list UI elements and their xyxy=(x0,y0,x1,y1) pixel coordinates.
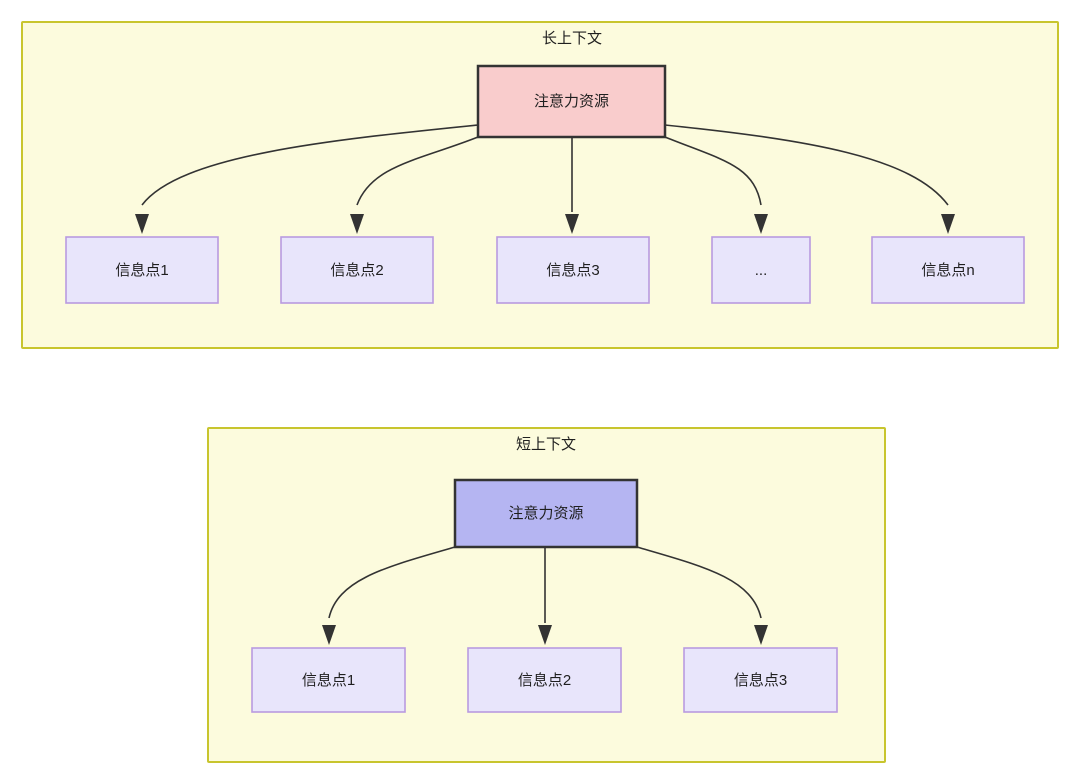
edge-root-to-info-1 xyxy=(141,124,479,206)
node-box-info-2-long[interactable] xyxy=(280,236,434,304)
edge-root-to-info-1-short xyxy=(328,546,456,619)
node-label-info-1-long: 信息点1 xyxy=(115,262,168,279)
node-label-info-1-short: 信息点1 xyxy=(302,672,355,689)
node-label-info-3-short: 信息点3 xyxy=(734,672,787,689)
edges-long-context xyxy=(135,124,955,234)
arrowhead-info-2 xyxy=(350,214,364,234)
panel-long-context: 长上下文 注意 xyxy=(21,21,1059,349)
node-box-attention-resource-short[interactable] xyxy=(453,478,639,549)
arrowhead-info-3 xyxy=(565,214,579,234)
arrowhead-info-ellipsis xyxy=(754,214,768,234)
arrowhead-info-1-short xyxy=(322,625,336,645)
node-box-info-3-short[interactable] xyxy=(683,647,838,713)
node-box-info-3-long[interactable] xyxy=(496,236,650,304)
node-label-info-2-short: 信息点2 xyxy=(518,672,571,689)
panel-title-short-context: 短上下文 xyxy=(516,436,576,453)
node-attention-resource-long[interactable]: 注意力资源 xyxy=(476,64,667,139)
arrowhead-info-n xyxy=(941,214,955,234)
node-info-2-short[interactable]: 信息点2 xyxy=(467,647,622,713)
node-box-info-n-long[interactable] xyxy=(871,236,1025,304)
node-label-attention-resource-short: 注意力资源 xyxy=(508,504,583,522)
edge-root-to-info-3-short xyxy=(636,546,762,619)
node-attention-resource-short[interactable]: 注意力资源 xyxy=(453,478,639,549)
node-label-info-n-long: 信息点n xyxy=(921,262,974,279)
node-label-attention-resource-long: 注意力资源 xyxy=(534,92,609,110)
node-label-info-3-long: 信息点3 xyxy=(546,262,599,279)
arrowhead-info-3-short xyxy=(754,625,768,645)
node-box-info-2-short[interactable] xyxy=(467,647,622,713)
node-info-n-long[interactable]: 信息点n xyxy=(871,236,1025,304)
node-box-info-1-short[interactable] xyxy=(251,647,406,713)
node-info-1-short[interactable]: 信息点1 xyxy=(251,647,406,713)
edge-root-to-info-ellipsis xyxy=(664,136,762,206)
edge-root-to-info-n xyxy=(664,124,949,206)
panel-title-long-context: 长上下文 xyxy=(542,30,602,47)
arrowhead-info-2-short xyxy=(538,625,552,645)
node-info-3-short[interactable]: 信息点3 xyxy=(683,647,838,713)
edges-short-context xyxy=(322,546,768,645)
node-box-info-ellipsis-long[interactable] xyxy=(711,236,811,304)
node-label-info-2-long: 信息点2 xyxy=(330,262,383,279)
node-box-attention-resource-long[interactable] xyxy=(476,64,667,139)
node-info-1-long[interactable]: 信息点1 xyxy=(65,236,219,304)
node-info-2-long[interactable]: 信息点2 xyxy=(280,236,434,304)
edge-root-to-info-2 xyxy=(356,136,479,206)
arrowhead-info-1 xyxy=(135,214,149,234)
node-info-3-long[interactable]: 信息点3 xyxy=(496,236,650,304)
node-info-ellipsis-long[interactable]: ... xyxy=(711,236,811,304)
node-label-info-ellipsis-long: ... xyxy=(755,262,768,279)
panel-short-context: 短上下文 注意力资源 信息点1 信息点 xyxy=(207,427,886,763)
node-box-info-1-long[interactable] xyxy=(65,236,219,304)
